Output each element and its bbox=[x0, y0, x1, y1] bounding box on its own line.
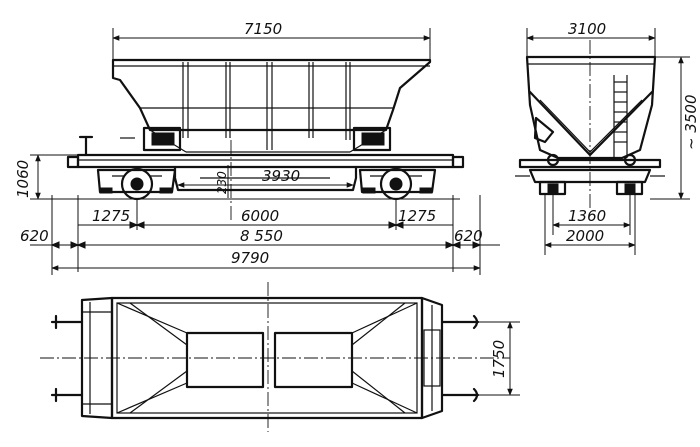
dim-inner-small: 230 bbox=[215, 171, 229, 194]
side-dimensions: 7150 1060 230 3930 1275 6000 1275 620 8 … bbox=[14, 20, 500, 275]
side-bogie-right bbox=[358, 167, 437, 201]
dim-frame-height: 1060 bbox=[14, 160, 32, 198]
dim-axle-inner: 1360 bbox=[568, 207, 606, 225]
plan-view bbox=[40, 282, 510, 432]
side-bogie-left bbox=[96, 167, 177, 201]
side-mechanism-left bbox=[142, 126, 182, 152]
side-view bbox=[30, 58, 465, 222]
dim-end-height: ~ 3500 bbox=[682, 94, 700, 150]
dim-overhang-right: 1275 bbox=[398, 207, 436, 225]
end-ladder bbox=[613, 75, 628, 158]
dim-overhang-left: 1275 bbox=[92, 207, 130, 225]
end-dimensions: 3100 ~ 3500 1360 2000 bbox=[526, 20, 700, 255]
dim-plan-width: 1750 bbox=[490, 340, 508, 378]
dim-buffer-right: 620 bbox=[454, 227, 483, 245]
dim-buffer-left: 620 bbox=[20, 227, 49, 245]
plan-opening-right bbox=[273, 331, 354, 389]
end-hopper-body bbox=[525, 55, 657, 160]
side-stakes bbox=[182, 62, 351, 150]
dim-bogie-width: 2000 bbox=[566, 227, 604, 245]
dim-total-length: 9790 bbox=[231, 249, 269, 267]
plan-opening-left bbox=[185, 331, 265, 389]
dim-body-length: 7150 bbox=[244, 20, 282, 38]
dim-end-width: 3100 bbox=[568, 20, 606, 38]
dim-frame-length: 8 550 bbox=[240, 227, 283, 245]
dim-chute-span: 3930 bbox=[262, 167, 300, 185]
plan-dimensions: 1750 bbox=[478, 321, 520, 396]
dim-bogie-base: 6000 bbox=[241, 207, 279, 225]
side-underframe bbox=[76, 153, 455, 169]
end-view bbox=[515, 40, 665, 210]
side-mechanism-right bbox=[352, 126, 392, 152]
